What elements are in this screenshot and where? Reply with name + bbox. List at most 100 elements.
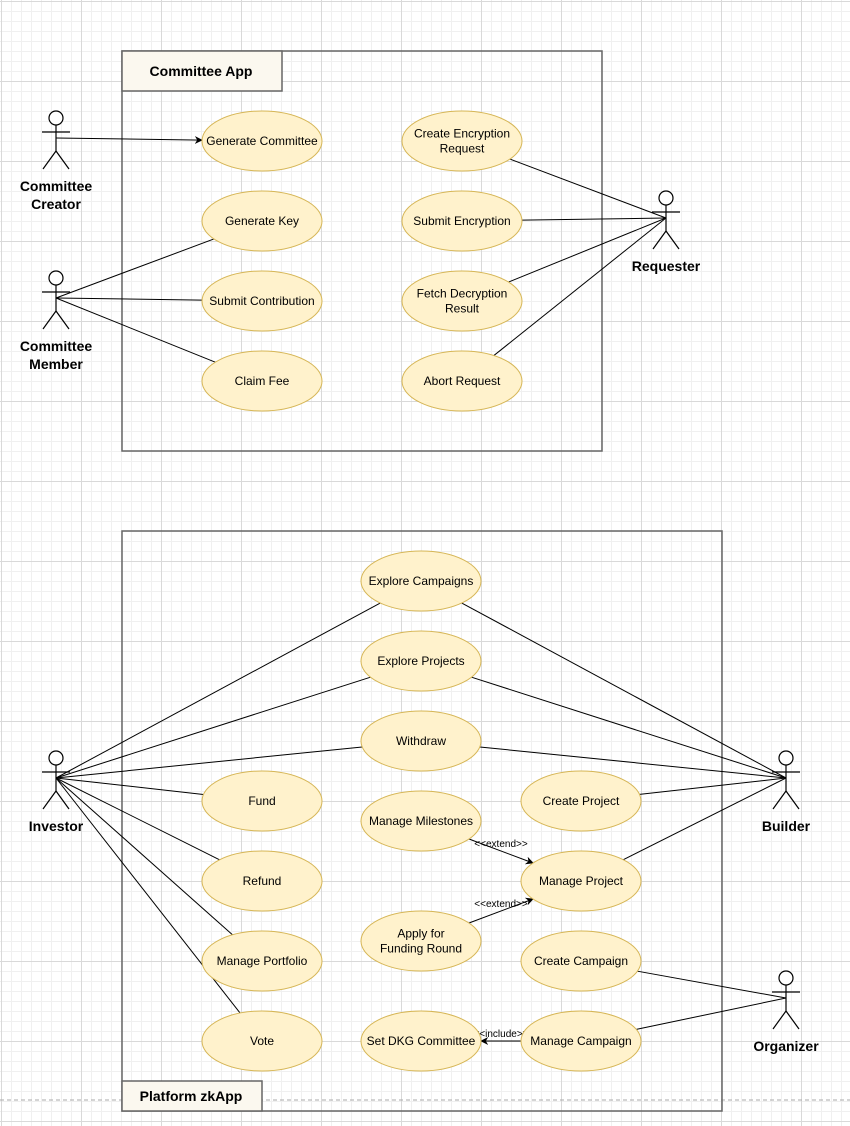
relation-association[interactable] xyxy=(493,217,667,356)
use-case-label: Fetch Decryption xyxy=(417,287,508,301)
use-case-ellipse xyxy=(520,770,642,832)
use-case-create-project[interactable]: Create Project xyxy=(520,770,642,832)
actor-stick-figure-icon xyxy=(652,190,680,250)
use-case-ellipse xyxy=(360,630,482,692)
relation-association[interactable] xyxy=(508,217,667,283)
use-case-manage-campaign[interactable]: Manage Campaign xyxy=(520,1010,642,1072)
actor-organizer[interactable]: Organizer xyxy=(753,970,819,1054)
use-case-ellipse xyxy=(520,930,642,992)
relation-association[interactable] xyxy=(55,297,216,363)
use-case-manage-portfolio[interactable]: Manage Portfolio xyxy=(201,930,323,992)
use-case-create-campaign[interactable]: Create Campaign xyxy=(520,930,642,992)
system-title-tab xyxy=(121,1080,263,1112)
use-case-explore-projects[interactable]: Explore Projects xyxy=(360,630,482,692)
use-case-ellipse xyxy=(520,1010,642,1072)
relation-association[interactable] xyxy=(639,777,787,795)
use-case-ellipse xyxy=(201,110,323,172)
use-case-ellipse xyxy=(201,270,323,332)
use-case-label: Generate Committee xyxy=(206,134,318,148)
actor-requester[interactable]: Requester xyxy=(632,190,701,274)
relation-association[interactable] xyxy=(461,602,787,779)
use-case-ellipse xyxy=(401,110,523,172)
actor-investor[interactable]: Investor xyxy=(29,750,84,834)
use-case-label: Explore Projects xyxy=(377,654,464,668)
use-case-label: Claim Fee xyxy=(235,374,290,388)
relation-association[interactable] xyxy=(55,777,204,795)
use-case-manage-project[interactable]: Manage Project xyxy=(520,850,642,912)
relation-association[interactable] xyxy=(55,746,363,779)
use-case-submit-contribution[interactable]: Submit Contribution xyxy=(201,270,323,332)
use-case-withdraw[interactable]: Withdraw xyxy=(360,710,482,772)
use-case-ellipse xyxy=(360,790,482,852)
use-case-label: Create Campaign xyxy=(534,954,628,968)
use-case-label: Apply for xyxy=(397,927,444,941)
use-case-generate-committee[interactable]: Generate Committee xyxy=(201,110,323,172)
use-case-ellipse xyxy=(201,350,323,412)
use-case-label: Refund xyxy=(243,874,282,888)
relation-association[interactable] xyxy=(55,777,233,936)
relation-association[interactable] xyxy=(637,970,787,999)
actor-builder[interactable]: Builder xyxy=(762,750,811,834)
use-case-label: Fund xyxy=(248,794,275,808)
use-case-vote[interactable]: Vote xyxy=(201,1010,323,1072)
relation-association[interactable] xyxy=(521,217,667,221)
use-case-generate-key[interactable]: Generate Key xyxy=(201,190,323,252)
use-case-explore-campaigns[interactable]: Explore Campaigns xyxy=(360,550,482,612)
relation-association[interactable] xyxy=(479,746,787,779)
use-case-fund[interactable]: Fund xyxy=(201,770,323,832)
stereotype-label: <<include>> xyxy=(473,1029,528,1040)
use-case-label: Manage Milestones xyxy=(369,814,473,828)
use-case-label: Manage Campaign xyxy=(530,1034,631,1048)
use-case-label: Abort Request xyxy=(424,374,501,388)
use-case-refund[interactable]: Refund xyxy=(201,850,323,912)
system-title: Platform zkApp xyxy=(140,1088,243,1104)
actor-name: Builder xyxy=(762,818,811,834)
use-case-label: Explore Campaigns xyxy=(369,574,474,588)
system-title: Committee App xyxy=(150,63,253,79)
use-case-label: Submit Encryption xyxy=(413,214,510,228)
use-case-ellipse xyxy=(401,350,523,412)
use-case-abort-request[interactable]: Abort Request xyxy=(401,350,523,412)
system-committee-app[interactable]: Committee App xyxy=(121,50,603,452)
relation-extend[interactable] xyxy=(468,897,534,924)
actor-name: Investor xyxy=(29,818,84,834)
use-case-label: Create Encryption xyxy=(414,127,510,141)
relation-association[interactable] xyxy=(55,297,203,301)
relation-directed[interactable] xyxy=(55,136,203,145)
use-case-manage-milestones[interactable]: Manage Milestones xyxy=(360,790,482,852)
relation-extend[interactable] xyxy=(468,838,534,865)
relation-association[interactable] xyxy=(636,997,787,1030)
use-case-label: Result xyxy=(445,302,480,316)
use-case-label: Withdraw xyxy=(396,734,446,748)
use-case-claim-fee[interactable]: Claim Fee xyxy=(201,350,323,412)
actor-stick-figure-icon xyxy=(42,110,70,170)
use-case-ellipse xyxy=(201,1010,323,1072)
use-case-ellipse xyxy=(360,1010,482,1072)
use-case-ellipse xyxy=(401,270,523,332)
system-platform-zkapp[interactable]: Platform zkApp xyxy=(121,530,723,1112)
relation-association[interactable] xyxy=(55,676,371,779)
actor-name: Organizer xyxy=(753,1038,819,1054)
use-case-set-dkg-committee[interactable]: Set DKG Committee xyxy=(360,1010,482,1072)
relation-association[interactable] xyxy=(623,777,787,861)
use-case-label: Vote xyxy=(250,1034,274,1048)
use-case-label: Request xyxy=(440,142,485,156)
use-case-label: Create Project xyxy=(543,794,620,808)
relation-association[interactable] xyxy=(55,602,381,779)
use-case-submit-encryption[interactable]: Submit Encryption xyxy=(401,190,523,252)
relation-association[interactable] xyxy=(55,238,215,299)
actor-name: Requester xyxy=(632,258,701,274)
relation-association[interactable] xyxy=(55,777,220,861)
actor-stick-figure-icon xyxy=(42,750,70,810)
relation-association[interactable] xyxy=(471,676,787,779)
actor-stick-figure-icon xyxy=(42,270,70,330)
relation-association[interactable] xyxy=(509,158,667,219)
actor-stick-figure-icon xyxy=(772,750,800,810)
actor-name: Member xyxy=(29,356,83,372)
